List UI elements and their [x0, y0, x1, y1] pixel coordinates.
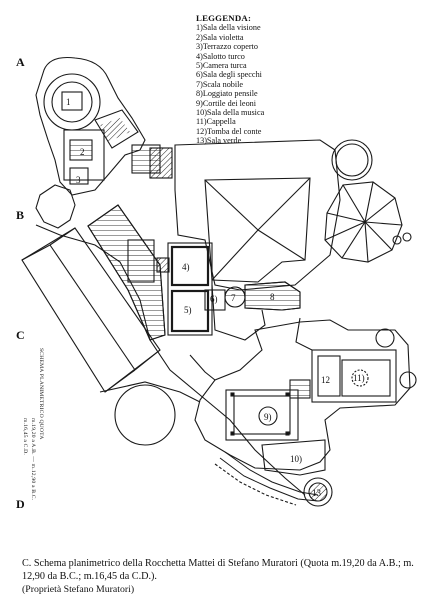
round-basin	[114, 384, 176, 446]
tower-a-outline	[35, 56, 146, 196]
terrain-outline-left	[35, 184, 76, 229]
legend-item: 13)Sala verde	[196, 136, 242, 146]
plan-label-10: 10)	[290, 454, 302, 464]
plan-label-11: 11)	[353, 373, 365, 383]
legend-item: 12)Tomba del conte	[196, 126, 262, 136]
legend-title: LEGGENDA:	[196, 13, 252, 23]
plan-label-2: 2	[80, 147, 85, 157]
legend-item: 3)Terrazzo coperto	[196, 42, 258, 52]
tower-sala-verde	[303, 477, 333, 507]
plan-label-9: 9)	[264, 412, 272, 422]
figure-caption: C. Schema planimetrico della Rocchetta M…	[22, 557, 432, 596]
round-tower-right	[331, 139, 373, 181]
legend-item: 5)Camera turca	[196, 61, 247, 71]
side-label-a: A	[16, 55, 25, 69]
floor-plan-drawing: 1 2 3 4) 5) 6) 7 8 9) 10) 11) 12 13	[21, 56, 417, 507]
court-of-lions	[225, 389, 299, 441]
plan-quota-vertical-2: m.16,45 a C.D.	[22, 418, 28, 455]
caption-credit: (Proprietà Stefano Muratori)	[22, 584, 135, 595]
plan-title-vertical: SCHEMA PLANIMETRICO QUOTA	[38, 348, 44, 440]
music-room	[261, 439, 326, 476]
plan-label-12: 12	[321, 375, 330, 385]
side-label-b: B	[16, 208, 25, 222]
plan-label-6: 6)	[210, 294, 218, 304]
legend-item: 1)Sala della visione	[196, 23, 261, 33]
room-block-4-5	[167, 242, 213, 336]
plan-label-7: 7	[231, 293, 236, 303]
plan-label-1: 1	[66, 97, 71, 107]
caption-text: C. Schema planimetrico della Rocchetta M…	[22, 558, 414, 582]
tower-right-lower	[375, 328, 395, 348]
legend-item: 11)Cappella	[196, 117, 236, 127]
chapel-block	[311, 349, 397, 403]
legend-item: 6)Sala degli specchi	[196, 70, 262, 80]
plan-label-5: 5)	[184, 305, 192, 315]
legend-item: 10)Sala della musica	[196, 108, 265, 118]
terrain-boundary	[35, 224, 306, 496]
plan-label-13: 13	[312, 488, 322, 498]
side-label-d: D	[16, 497, 25, 511]
legend: LEGGENDA: 1)Sala della visione 2)Sala vi…	[196, 13, 265, 146]
loggia-octagon	[324, 181, 403, 263]
plan-label-8: 8	[270, 292, 275, 302]
legend-item: 9)Cortile dei leoni	[196, 98, 257, 108]
legend-item: 7)Scala nobile	[196, 79, 244, 89]
side-label-c: C	[16, 328, 25, 342]
plan-label-4: 4)	[182, 262, 190, 272]
plan-label-3: 3	[76, 175, 81, 185]
legend-item: 4)Salotto turco	[196, 51, 245, 61]
legend-item: 2)Sala violetta	[196, 32, 244, 42]
main-building-outline	[174, 139, 341, 291]
plan-quota-vertical-1: m.19,20 a A.B. — m.12,90 a B.C.	[30, 418, 36, 501]
legend-item: 8)Loggiato pensile	[196, 89, 258, 99]
